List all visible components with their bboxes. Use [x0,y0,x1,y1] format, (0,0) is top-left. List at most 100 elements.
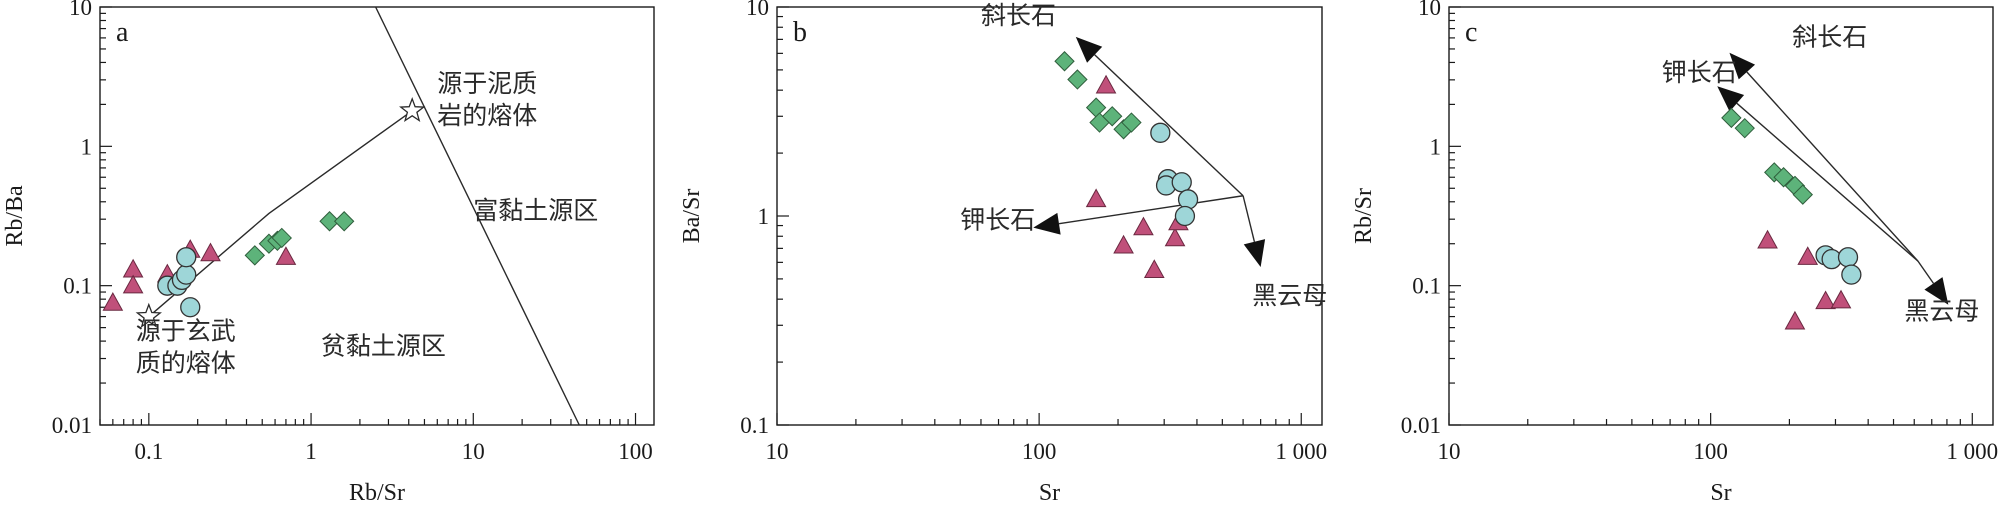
y-tick-label: 10 [1418,0,1441,20]
diamond-point [271,227,292,249]
diamond-point [1101,106,1123,127]
diamond-point [1721,107,1742,129]
triangle-point [1085,188,1107,208]
triangle-point [1095,74,1117,94]
annotation-line: 岩的熔体 [437,101,537,130]
panel-label: a [116,17,129,48]
plot-frame [776,6,1323,426]
vector-arrow-head [1924,277,1949,305]
triangle-point [1784,310,1806,330]
diamond-point [1792,184,1813,205]
diamond-point [1067,69,1088,90]
triangle-point [102,292,124,311]
annotation-line: 钾长石 [960,206,1035,235]
circle-point [1150,122,1171,143]
diamond-point [1121,112,1142,133]
circle-point [1837,247,1859,268]
circle-point [180,297,201,318]
triangle-point [1143,259,1165,278]
y-tick-label: 0.01 [1401,413,1441,438]
annotation-line: 贫黏土源区 [321,332,446,361]
triangle-point [1797,246,1819,265]
annotation-line: 斜长石 [981,1,1056,30]
annotation: 斜长石 [1792,22,1867,51]
ticks [99,6,637,426]
ticks [1448,6,1973,426]
triangle-point [1815,290,1836,310]
y-tick-label: 1 [1430,134,1442,159]
x-tick-label: 100 [1022,439,1057,464]
x-tick-label: 0.1 [134,439,163,464]
y-axis-label: Ba/Sr [679,189,705,244]
x-tick-label: 1 000 [1946,439,1998,464]
y-tick-label: 0.1 [63,274,92,299]
vector-arrow-head [1075,36,1103,63]
vector-arrow-line [1746,71,1919,262]
diamond-point [333,211,355,232]
annotation: 源于玄武质的熔体 [136,317,236,378]
x-tick-label: 10 [462,439,485,464]
panel-label: b [793,17,807,48]
diamond-point [244,245,266,266]
annotation-line: 黑云母 [1252,281,1327,310]
annotation: 黑云母 [1904,297,1979,326]
vector-arrow-line [1094,54,1244,197]
triangle-point [1164,227,1186,247]
x-axis-label: Sr [1710,480,1731,506]
annotation-line: 钾长石 [1662,58,1737,87]
annotation-line: 斜长石 [1792,22,1867,51]
triangle-point [1830,289,1852,309]
star-marker [135,302,162,328]
y-tick-label: 0.1 [740,413,769,438]
x-tick-label: 1 000 [1275,439,1327,464]
circle-point [1841,264,1862,285]
vector-arrow-line [1242,195,1256,242]
annotation: 源于泥质岩的熔体 [437,69,537,130]
vector-arrow-line [1917,260,1935,284]
panel-label: c [1465,17,1477,48]
ticks [776,6,1302,426]
x-tick-label: 10 [1438,439,1461,464]
circle-point [1174,205,1196,227]
triangle-point [200,242,221,262]
reference-line [374,6,580,426]
y-axis-label: Rb/Ba [2,185,28,247]
y-tick-label: 10 [746,0,769,20]
annotation: 钾长石 [1662,58,1737,87]
y-axis-label: Rb/Sr [1351,188,1377,244]
diamond-point [1773,167,1794,188]
y-tick-label: 0.1 [1412,274,1441,299]
annotation-line: 源于泥质 [437,69,537,98]
vector-arrow-line [1058,195,1244,225]
x-axis-label: Rb/Sr [349,480,405,506]
diamond-point [319,211,340,232]
triangle-point [122,274,144,294]
vector-arrow-head [1033,212,1061,235]
triangle-point [1113,234,1134,254]
diamond-point [1054,51,1075,72]
triangle-point [1757,229,1778,249]
plot-frame [99,6,655,426]
y-tick-label: 1 [758,204,770,229]
annotation-line: 富黏土源区 [473,196,598,225]
vector-arrow-head [1243,239,1266,268]
vector-arrow-line [1736,102,1919,262]
x-tick-label: 100 [618,439,653,464]
triangle-point [275,246,297,265]
annotation: 钾长石 [960,206,1035,235]
triangle-point [122,258,144,278]
annotation: 贫黏土源区 [321,332,446,361]
circle-point [176,247,197,268]
triangle-point [1133,216,1154,236]
vector-arrow-head [1717,86,1745,112]
y-tick-label: 1 [81,134,93,159]
annotation: 斜长石 [981,1,1056,30]
x-tick-label: 10 [766,439,789,464]
y-tick-label: 10 [69,0,92,20]
circle-point [1171,172,1192,193]
diamond-point [1734,117,1755,139]
diamond-point [1085,97,1107,118]
